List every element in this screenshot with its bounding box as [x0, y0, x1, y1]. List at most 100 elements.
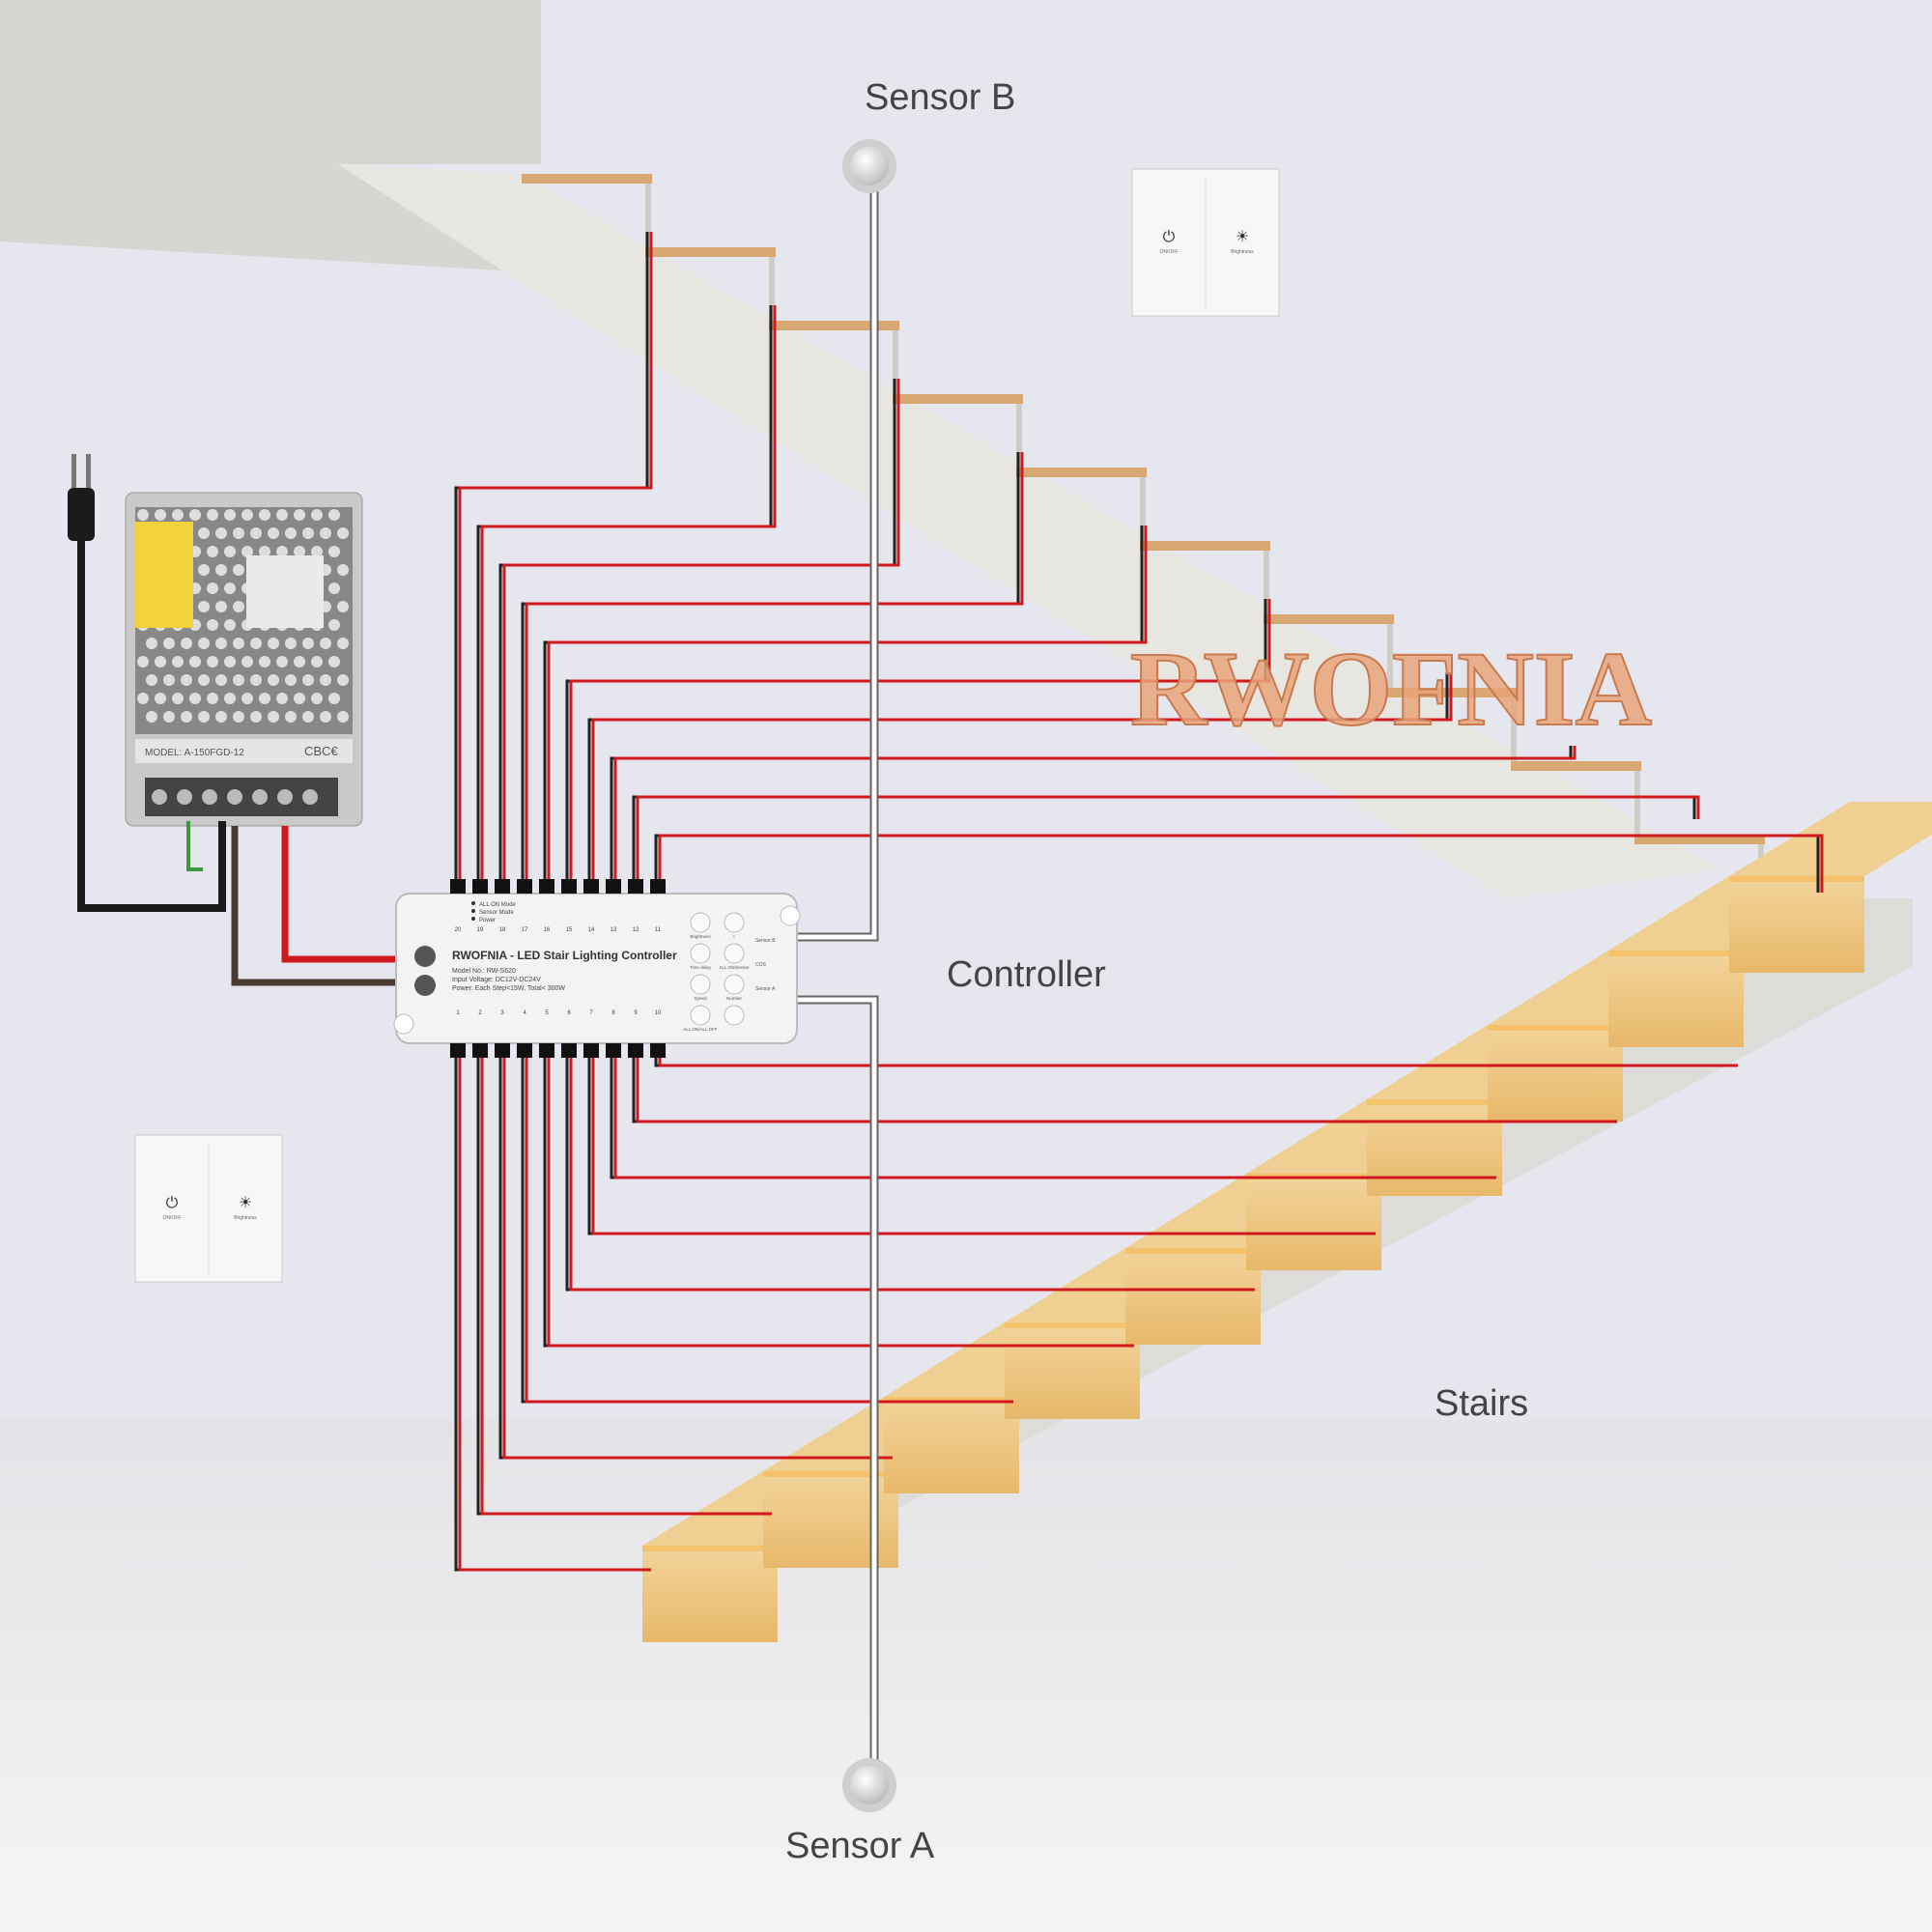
channel-number: 16 [544, 927, 551, 933]
vent-hole [137, 509, 149, 521]
upper-step-tread [645, 247, 776, 257]
channel-connector [495, 1043, 510, 1058]
controller-title: RWOFNIA - LED Stair Lighting Controller [452, 949, 677, 962]
upper-step-tread [1634, 835, 1765, 844]
vent-hole [172, 656, 184, 668]
vent-hole [215, 674, 227, 686]
controller-button[interactable] [690, 1005, 711, 1026]
led-strip [1367, 1099, 1502, 1105]
vent-hole [250, 674, 262, 686]
vent-hole [302, 674, 314, 686]
controller-button[interactable] [690, 912, 711, 933]
vent-hole [181, 711, 192, 723]
vent-hole [155, 509, 166, 521]
upper-step-riser [1511, 697, 1517, 761]
vent-hole [155, 693, 166, 704]
vent-hole [311, 656, 323, 668]
vent-hole [294, 509, 305, 521]
vent-hole [137, 656, 149, 668]
sensor-cable [797, 169, 879, 1768]
vent-hole [268, 638, 279, 649]
upper-step-riser [1016, 404, 1022, 468]
upper-step-wire-red [613, 746, 1577, 894]
vent-hole [207, 619, 218, 631]
led-strip [1608, 951, 1744, 956]
vent-hole [259, 509, 270, 521]
channel-number: 3 [500, 1010, 504, 1016]
vent-hole [172, 509, 184, 521]
lower-step-riser [1125, 1248, 1261, 1345]
vent-hole [181, 674, 192, 686]
upper-step-tread [893, 394, 1023, 404]
vent-hole [215, 564, 227, 576]
upper-step-wire-red [480, 305, 777, 894]
vent-hole [189, 656, 201, 668]
lower-step-riser [1488, 1025, 1623, 1122]
channel-number: 18 [499, 927, 506, 933]
controller-button[interactable] [724, 1005, 745, 1026]
controller-button[interactable] [724, 974, 745, 995]
terminal-screw [227, 789, 242, 805]
wall-switch-lower[interactable]: ⏻ ☀ ON/OFF Brightness [134, 1134, 283, 1283]
vent-hole [337, 527, 349, 539]
channel-number: 12 [633, 927, 639, 933]
channel-number: 13 [611, 927, 617, 933]
vent-hole [337, 601, 349, 612]
vent-hole [207, 693, 218, 704]
led-strip [884, 1397, 1019, 1403]
controller-button[interactable] [690, 974, 711, 995]
vent-hole [146, 638, 157, 649]
vent-hole [233, 638, 244, 649]
terminal-screw [252, 789, 268, 805]
upper-step-tread [1264, 614, 1394, 624]
vent-hole [207, 656, 218, 668]
controller-button-label: ALL ON/Sensor [719, 965, 750, 970]
sensor-a-device[interactable] [842, 1758, 896, 1812]
channel-number: 9 [634, 1010, 638, 1016]
vent-hole [311, 509, 323, 521]
switch-brightness-label: Brightness [1231, 249, 1254, 255]
controller-button[interactable] [724, 943, 745, 964]
vent-hole [207, 582, 218, 594]
sensor-b-device[interactable] [842, 139, 896, 193]
channel-number: 19 [477, 927, 484, 933]
controller-button-label: ALL ON/ALL OFF [683, 1027, 717, 1032]
controller-button[interactable] [690, 943, 711, 964]
vent-hole [337, 638, 349, 649]
vent-hole [268, 527, 279, 539]
wall-switch-upper[interactable]: ⏻ ☀ ON/OFF Brightness [1131, 168, 1280, 317]
vent-hole [224, 546, 236, 557]
upper-step-wire-red [458, 232, 653, 894]
channel-connector [561, 879, 577, 894]
terminal-screw [177, 789, 192, 805]
vent-hole [215, 527, 227, 539]
switch-brightness-label: Brightness [234, 1215, 257, 1221]
led-strip [763, 1471, 898, 1477]
controller-button-label: Brightness [690, 934, 711, 939]
upper-step-wire-red [525, 452, 1024, 894]
vent-hole [320, 527, 331, 539]
vent-hole [320, 711, 331, 723]
vent-hole [320, 674, 331, 686]
power-supply: MODEL: A-150FGD-12 CBC€ [125, 492, 363, 827]
channel-connector [450, 1043, 466, 1058]
vent-hole [320, 638, 331, 649]
lower-step-wire-red [480, 1043, 772, 1516]
vent-hole [328, 656, 340, 668]
lower-step-riser [1608, 951, 1744, 1047]
upper-step-wire-red [591, 672, 1453, 894]
switch-onoff-label: ON/OFF [163, 1215, 182, 1221]
vent-hole [250, 527, 262, 539]
vent-hole [189, 693, 201, 704]
vent-hole [276, 656, 288, 668]
terminal-screw [152, 789, 167, 805]
channel-connector [628, 1043, 643, 1058]
controller-button[interactable] [724, 912, 745, 933]
vent-hole [285, 527, 297, 539]
upper-step-tread [522, 174, 652, 184]
lower-step-tread [1729, 802, 1932, 876]
lower-step-wire-black [498, 1043, 889, 1460]
lower-step-riser [884, 1397, 1019, 1493]
power-plug [68, 454, 226, 912]
